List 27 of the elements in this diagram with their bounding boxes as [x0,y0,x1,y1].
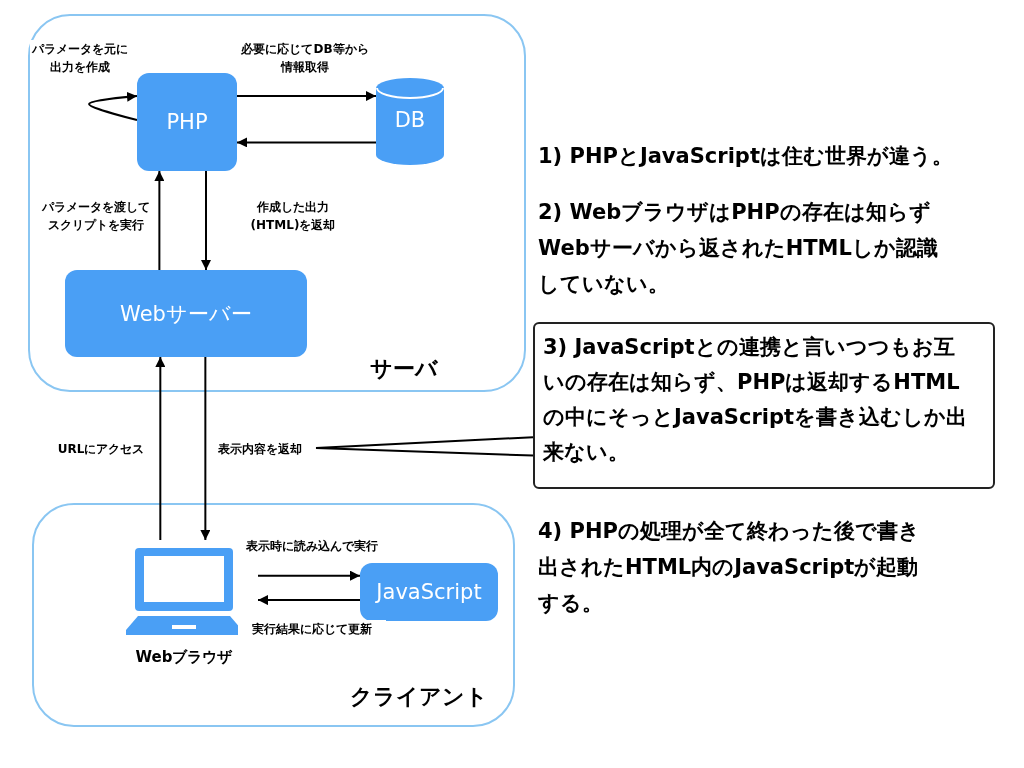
arrow [154,170,165,271]
process-box: PHP [137,73,237,171]
callout-box: 3) JavaScriptとの連携と言いつつもお互いの存在は知らず、PHPは返却するHTMLの中にそっとJavaScriptを書き込むしか出来ない。 [533,322,995,489]
edge-label: 必要に応じてDB等から情報取得 [240,40,370,76]
node-label: DB [393,108,427,132]
node-label: Webブラウザ [134,648,234,667]
group-title: クライアント [350,683,488,711]
note-text: 2) WebブラウザはPHPの存在は知らずWebサーバから返されたHTMLしか認識していない。 [538,199,938,298]
arrow [88,91,138,122]
note-text: 1) PHPとJavaScriptは住む世界が違う。 [538,143,954,170]
arrow [257,570,361,581]
edge-label: パラメータを渡してスクリプトを実行 [40,198,152,234]
arrow [257,595,361,606]
arrow [201,170,211,271]
edge-label: 実行結果に応じて更新 [238,620,386,638]
arrow [200,356,211,541]
group-panel [28,14,526,392]
arrow [236,137,377,148]
note-text: 4) PHPの処理が全て終わった後で書き出されたHTML内のJavaScriptが起動する。 [538,518,921,617]
arrow [155,356,166,541]
edge-label: 作成した出力(HTML)を返却 [248,198,338,234]
process-box: JavaScript [360,563,498,621]
edge-label: パラメータを元に出力を作成 [30,40,130,76]
process-box: Webサーバー [65,270,307,357]
group-title: サーバ [370,355,438,383]
group-panel [32,503,515,727]
arrow [236,91,377,102]
